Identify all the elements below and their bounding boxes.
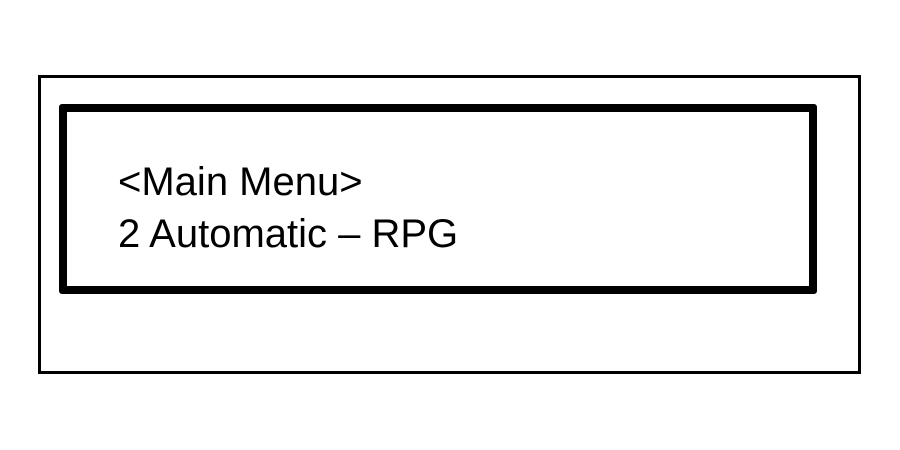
menu-selection: 2 Automatic – RPG: [118, 212, 459, 256]
lcd-display: <Main Menu> 2 Automatic – RPG: [59, 104, 817, 294]
menu-title: <Main Menu>: [118, 160, 363, 204]
